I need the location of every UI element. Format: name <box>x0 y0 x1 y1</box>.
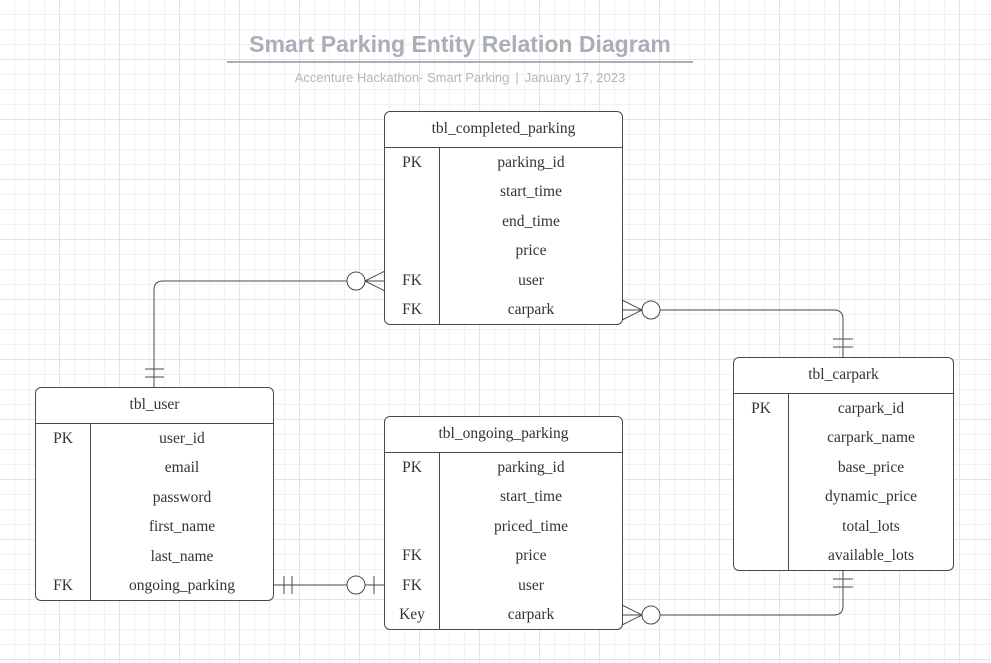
field-name: price <box>515 547 547 565</box>
table-row: FK price <box>385 541 622 570</box>
key-label: FK <box>402 271 422 289</box>
entity-title: tbl_ongoing_parking <box>385 417 622 453</box>
key-label: PK <box>402 459 422 476</box>
field-name: total_lots <box>842 517 900 535</box>
zero-circle <box>346 271 366 291</box>
zero-circle <box>641 300 661 320</box>
key-label: PK <box>751 400 771 417</box>
entity-carpark[interactable]: tbl_carpark PK carpark_id carpark_name ba… <box>733 357 954 571</box>
table-row: available_lots <box>734 541 953 570</box>
key-column-divider <box>385 453 440 629</box>
field-name: carpark_id <box>837 400 905 417</box>
field-name: priced_time <box>493 517 569 535</box>
zero-circle <box>641 605 661 625</box>
field-name: email <box>164 459 200 477</box>
field-name: start_time <box>500 488 562 506</box>
field-name: user_id <box>159 430 205 447</box>
table-row: password <box>36 483 273 512</box>
table-row: FK carpark <box>385 295 622 324</box>
table-row: Key carpark <box>385 600 622 629</box>
crowfoot <box>364 280 386 292</box>
diagram-title: Smart Parking Entity Relation Diagram <box>227 30 693 63</box>
field-name: user <box>518 271 544 289</box>
table-row: PK user_id <box>36 424 273 453</box>
table-row: start_time <box>385 482 622 511</box>
entity-completed-parking[interactable]: tbl_completed_parking PK parking_id start… <box>384 111 623 325</box>
key-label: FK <box>402 576 422 594</box>
field-name: last_name <box>150 547 214 565</box>
subtitle-date: January 17, 2023 <box>524 70 626 85</box>
table-row: PK parking_id <box>385 453 622 482</box>
field-name: carpark <box>507 605 555 623</box>
field-name: dynamic_price <box>824 488 918 506</box>
key-label: PK <box>402 154 422 171</box>
entity-title: tbl_user <box>36 388 273 424</box>
field-name: ongoing_parking <box>129 576 235 594</box>
diagram-subtitle: Accenture Hackathon- Smart Parking | Janua… <box>227 70 693 85</box>
field-name: user <box>518 576 544 594</box>
table-row: first_name <box>36 512 273 541</box>
field-name: base_price <box>837 458 905 476</box>
field-name: password <box>152 488 212 506</box>
key-label: Key <box>399 605 425 623</box>
table-row: total_lots <box>734 512 953 541</box>
field-name: carpark_name <box>827 429 915 447</box>
field-name: first_name <box>148 518 216 536</box>
table-row: FK user <box>385 266 622 295</box>
table-row: email <box>36 453 273 482</box>
key-label: PK <box>53 430 73 447</box>
key-column-divider <box>36 424 91 600</box>
table-row: last_name <box>36 542 273 571</box>
link-user-completed[interactable] <box>153 280 347 387</box>
link-carpark-ongoing[interactable] <box>660 570 844 616</box>
crowfoot <box>621 604 643 616</box>
zero-circle <box>346 575 366 595</box>
field-name: start_time <box>500 183 562 201</box>
field-name: parking_id <box>497 459 565 476</box>
subtitle-event: Accenture Hackathon- Smart Parking <box>294 70 510 85</box>
table-row: FK user <box>385 571 622 600</box>
table-row: dynamic_price <box>734 482 953 511</box>
table-row: end_time <box>385 207 622 236</box>
field-name: end_time <box>502 212 560 230</box>
crowfoot <box>621 309 643 321</box>
table-row: price <box>385 236 622 265</box>
table-row: FK ongoing_parking <box>36 571 273 600</box>
table-row: PK carpark_id <box>734 394 953 423</box>
entity-user[interactable]: tbl_user PK user_id email password first_… <box>35 387 274 601</box>
key-label: FK <box>402 547 422 565</box>
table-row: PK parking_id <box>385 148 622 177</box>
field-name: carpark <box>507 300 555 318</box>
key-label: FK <box>402 300 422 318</box>
link-carpark-completed[interactable] <box>660 309 844 357</box>
key-label: FK <box>53 576 73 594</box>
table-row: carpark_name <box>734 423 953 452</box>
field-name: parking_id <box>497 154 565 171</box>
entity-title: tbl_completed_parking <box>385 112 622 148</box>
field-name: price <box>515 242 547 260</box>
field-name: available_lots <box>827 546 915 564</box>
crowfoot <box>621 299 643 311</box>
table-row: start_time <box>385 177 622 206</box>
key-column-divider <box>734 394 789 570</box>
crowfoot <box>364 270 386 282</box>
entity-ongoing-parking[interactable]: tbl_ongoing_parking PK parking_id start_t… <box>384 416 623 630</box>
subtitle-separator: | <box>515 70 519 85</box>
key-column-divider <box>385 148 440 324</box>
table-row: base_price <box>734 453 953 482</box>
entity-title: tbl_carpark <box>734 358 953 394</box>
table-row: priced_time <box>385 512 622 541</box>
crowfoot <box>621 614 643 626</box>
